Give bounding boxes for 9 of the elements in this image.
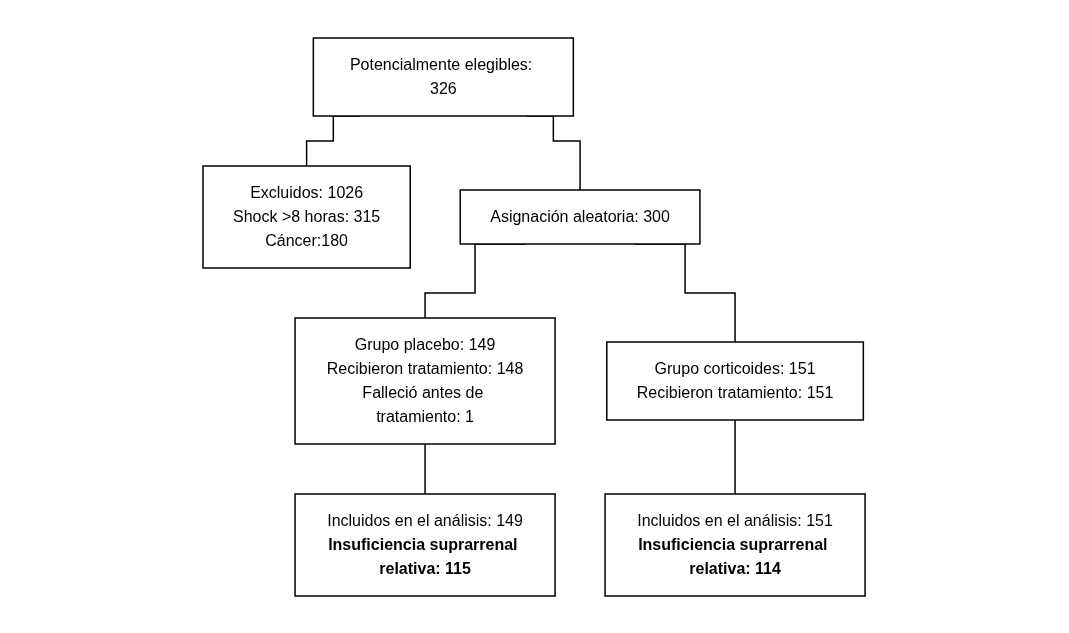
node-box: Incluidos en el análisis: 151 Insuficiencia suprarrenal relativa: 114 <box>604 492 867 597</box>
connector <box>424 442 427 495</box>
node-box: Asignación aleatoria: 300 <box>459 188 702 245</box>
node-box: Grupo placebo: 149 Recibieron tratamiento: 148 Falleció antes de tratamiento: 1 <box>294 316 557 445</box>
node-box: Potencialmente elegibles: 326 <box>313 36 575 117</box>
node-box: Incluidos en el análisis: 149 Insuficiencia suprarrenal relativa: 115 <box>294 492 557 597</box>
node-box: Grupo corticoides: 151 Recibieron tratamiento: 151 <box>606 340 865 421</box>
connector <box>734 418 737 495</box>
node-box: Excluidos: 1026 Shock >8 horas: 315 Cáncer:180 <box>202 164 412 269</box>
